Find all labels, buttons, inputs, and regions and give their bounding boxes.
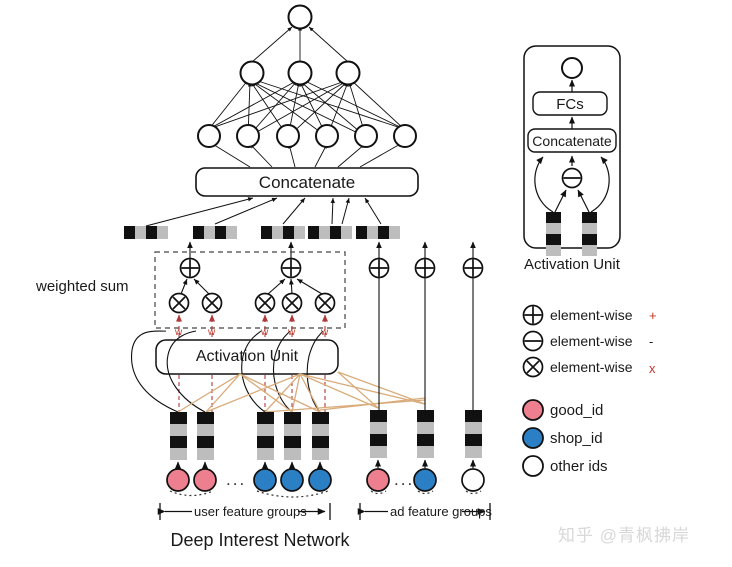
edges-embeddings-to-concat: [145, 197, 382, 227]
legend-times-op: x: [649, 361, 656, 376]
weight-label: w: [288, 327, 296, 338]
ellipsis-user: ...: [226, 470, 247, 489]
id-node-other: [461, 468, 485, 492]
au-input-embeddings: [546, 212, 597, 256]
concatenate-label: Concatenate: [258, 173, 356, 192]
weight-label: w: [321, 327, 329, 338]
legend-op-plus-icon: [522, 304, 544, 326]
legend-good-id-icon: [522, 399, 544, 421]
ad-feature-groups-label: ad feature groups: [390, 504, 492, 519]
mlp-layer-hidden1: [197, 124, 417, 148]
figure-title: Deep Interest Network: [170, 530, 350, 550]
legend-times-text: element-wise: [550, 359, 633, 375]
mlp-layer-hidden2: [239, 60, 361, 86]
activation-unit-box: [155, 339, 339, 375]
edges-sum-to-embedding: [187, 241, 476, 258]
mlp-output-node: [287, 4, 313, 30]
ellipsis-ad: ...: [394, 470, 415, 489]
legend-minus-op: -: [649, 334, 654, 349]
au-fcs-label: FCs: [556, 96, 584, 113]
id-node-shop: [308, 468, 332, 492]
id-node-good: [193, 468, 217, 492]
edges-id-to-embedding: [174, 459, 477, 469]
weight-arrows: [175, 314, 329, 322]
multiply-operators: [168, 292, 336, 314]
legend-plus-op: +: [649, 308, 657, 323]
au-fcs-box: [532, 91, 608, 116]
au-minus-operator: [561, 167, 583, 189]
weight-label: w: [175, 327, 183, 338]
edges-multiply-to-sum: [180, 278, 323, 295]
ad-pool-vertical-lines: [378, 278, 474, 410]
weighted-sum-region: [154, 251, 346, 329]
legend-op-times-icon: [522, 356, 544, 378]
activation-unit-caption: Activation Unit: [524, 256, 620, 273]
au-output-node: [561, 57, 583, 79]
legend-op-minus-icon: [522, 330, 544, 352]
id-nodes: [166, 468, 485, 492]
weighted-sum-label: weighted sum: [36, 278, 129, 295]
embedding-vectors: [170, 410, 482, 460]
user-feature-groups-label: user feature groups: [194, 504, 307, 519]
feature-group-brackets: [157, 503, 491, 520]
weight-label: w: [208, 327, 216, 338]
activation-unit-inline-label: Activation Unit: [195, 348, 299, 365]
au-bypass-arcs: [534, 156, 610, 213]
id-node-shop: [253, 468, 277, 492]
watermark: 知乎 @青枫拂岸: [558, 526, 690, 545]
pooled-embedding-vectors: [124, 226, 400, 239]
legend-minus-text: element-wise: [550, 333, 633, 349]
au-concatenate-label: Concatenate: [532, 133, 612, 149]
mlp-edges-h2-out: [251, 26, 349, 63]
legend-shop-id-label: shop_id: [550, 430, 603, 447]
legend-good-id-label: good_id: [550, 402, 604, 419]
concatenate-box: [195, 167, 419, 197]
id-node-shop: [413, 468, 437, 492]
feature-group-arcs: [169, 490, 482, 498]
id-node-shop: [280, 468, 304, 492]
au-edges-embed-to-minus: [554, 189, 590, 213]
id-node-good: [366, 468, 390, 492]
id-node-good: [166, 468, 190, 492]
legend-shop-id-icon: [522, 427, 544, 449]
legend-plus-text: element-wise: [550, 307, 633, 323]
weight-label: w: [261, 327, 269, 338]
au-concatenate-box: [527, 128, 617, 153]
activation-unit-connections: [177, 371, 426, 413]
legend-other-id-icon: [522, 455, 544, 477]
mlp-edges-concat-h1: [210, 142, 403, 168]
legend-other-ids-label: other ids: [550, 458, 608, 475]
sum-operators: [179, 257, 484, 279]
